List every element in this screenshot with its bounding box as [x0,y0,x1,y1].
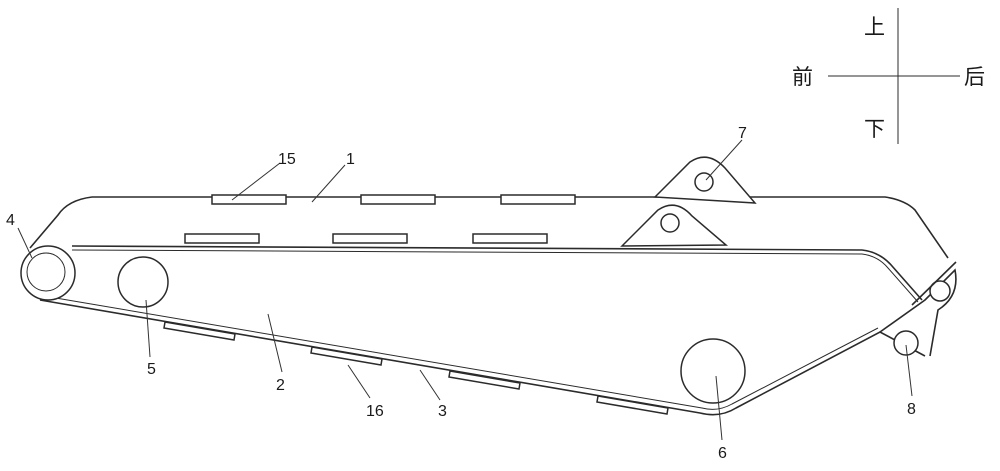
cleat [473,234,547,243]
lower-lug-hole [661,214,679,232]
leader-3 [420,370,440,400]
cleat [333,234,407,243]
label-down: 下 [864,117,885,141]
roller-6 [681,339,745,403]
cleat [185,234,259,243]
bottom-belt-outer [40,300,925,415]
leader-16 [348,365,370,398]
cleat [212,195,286,204]
rear-pivot [894,262,956,355]
roller-5 [118,257,168,307]
label-5: 5 [147,361,156,378]
top-cleats [185,195,575,243]
front-roller-outer [21,246,75,300]
label-back: 后 [964,65,985,89]
front-roller [21,246,75,300]
label-up: 上 [864,15,885,39]
label-6: 6 [718,445,727,462]
label-3: 3 [438,403,447,420]
label-7: 7 [738,125,747,142]
label-16: 16 [366,403,384,420]
label-15: 15 [278,151,296,168]
bottom-cleats [164,322,668,414]
label-2: 2 [276,377,285,394]
cleat [501,195,575,204]
leader-5 [146,300,150,357]
label-8: 8 [907,401,916,418]
upper-belt-inner-edge [72,250,918,302]
rear-pivot-pin [894,331,918,355]
label-front: 前 [792,65,813,89]
lower-frame [40,270,956,415]
orientation-indicator: 上 下 前 后 [792,8,985,144]
leader-4 [18,228,32,258]
mounting-lugs [622,157,755,246]
label-4: 4 [6,212,15,229]
upper-belt-front-curve [30,197,92,248]
label-1: 1 [346,151,355,168]
cleat [361,195,435,204]
bottom-belt-inner [44,296,878,409]
leader-2 [268,314,282,372]
